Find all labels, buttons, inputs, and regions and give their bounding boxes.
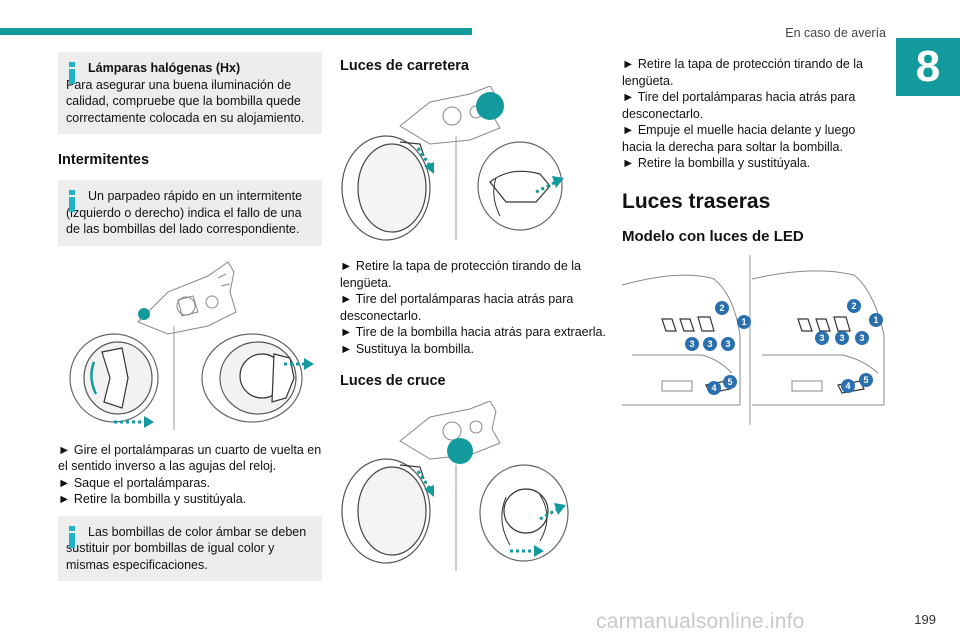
steps-intermitentes: ► Gire el portalámparas un cuarto de vue… — [58, 442, 322, 508]
watermark: carmanualsonline.info — [596, 610, 805, 633]
amber-text: Las bombillas de color ámbar se deben su… — [66, 524, 307, 572]
halogen-title: Lámparas halógenas (Hx) — [88, 61, 241, 75]
info-icon — [66, 525, 78, 548]
callout-left-3a: 3 — [689, 339, 694, 349]
callout-right-3c: 3 — [859, 333, 864, 343]
column-left: Lámparas halógenas (Hx) Para asegurar un… — [58, 52, 322, 581]
info-box-intermitentes: Un parpadeo rápido en un intermitente (i… — [58, 180, 322, 246]
callout-left-2: 2 — [719, 303, 724, 313]
steps-carretera: ► Retire la tapa de protección tirando d… — [340, 258, 606, 357]
heading-intermitentes: Intermitentes — [58, 152, 150, 168]
info-icon — [66, 190, 78, 212]
callout-right-2: 2 — [851, 301, 856, 311]
callout-right-3b: 3 — [839, 333, 844, 343]
callout-right-5: 5 — [863, 375, 868, 385]
figure-rear-lights-led: 2 1 3 3 3 4 5 2 1 3 3 3 4 5 — [621, 254, 888, 425]
heading-carretera: Luces de carretera — [340, 58, 469, 74]
step-item: ► Tire de la bombilla hacia atrás para e… — [340, 325, 606, 339]
page-number: 199 — [914, 612, 936, 627]
step-item: ► Saque el portalámparas. — [58, 475, 211, 490]
step-item: ► Retire la tapa de protección tirando d… — [340, 259, 581, 290]
step-item: ► Tire del portalámparas hacia atrás par… — [340, 292, 574, 323]
top-accent-bar — [0, 28, 472, 35]
step-item: ► Tire del portalámparas hacia atrás par… — [622, 90, 856, 121]
callout-left-3b: 3 — [707, 339, 712, 349]
step-item: ► Gire el portalámparas un cuarto de vue… — [58, 442, 322, 474]
step-item: ► Retire la bombilla y sustitúyala. — [622, 156, 811, 170]
callout-left-4: 4 — [711, 383, 716, 393]
callout-left-5: 5 — [727, 377, 732, 387]
column-middle: Luces de carretera ► Retire la tapa de p… — [340, 52, 606, 573]
intermitentes-text: Un parpadeo rápido en un intermitente (i… — [66, 189, 303, 236]
step-item: ► Retire la bombilla y sustitúyala. — [58, 492, 247, 506]
step-item: ► Sustituya la bombilla. — [340, 341, 474, 356]
step-item: ► Retire la tapa de protección tirando d… — [622, 57, 863, 88]
halogen-text: Para asegurar una buena iluminación de c… — [66, 77, 305, 125]
heading-luces-traseras: Luces traseras — [622, 189, 771, 213]
callout-right-4: 4 — [845, 381, 850, 391]
callout-left-3c: 3 — [725, 339, 730, 349]
callout-right-1: 1 — [873, 315, 878, 325]
column-right: ► Retire la tapa de protección tirando d… — [621, 52, 888, 425]
steps-cruce: ► Retire la tapa de protección tirando d… — [622, 56, 888, 172]
heading-modelo-led: Modelo con luces de LED — [622, 227, 804, 245]
figure-indicator-bulb — [58, 252, 322, 438]
callout-left-1: 1 — [741, 317, 746, 327]
section-title: En caso de avería — [785, 26, 886, 40]
info-box-halogen: Lámparas halógenas (Hx) Para asegurar un… — [58, 52, 322, 134]
chapter-number-tab: 8 — [896, 38, 960, 96]
step-item: ► Empuje el muelle hacia delante y luego… — [622, 123, 856, 154]
callout-right-3a: 3 — [819, 333, 824, 343]
figure-low-beam — [340, 400, 606, 573]
info-box-amber: Las bombillas de color ámbar se deben su… — [58, 515, 322, 581]
figure-high-beam — [340, 85, 606, 246]
heading-cruce: Luces de cruce — [340, 373, 446, 389]
info-icon — [66, 62, 78, 84]
